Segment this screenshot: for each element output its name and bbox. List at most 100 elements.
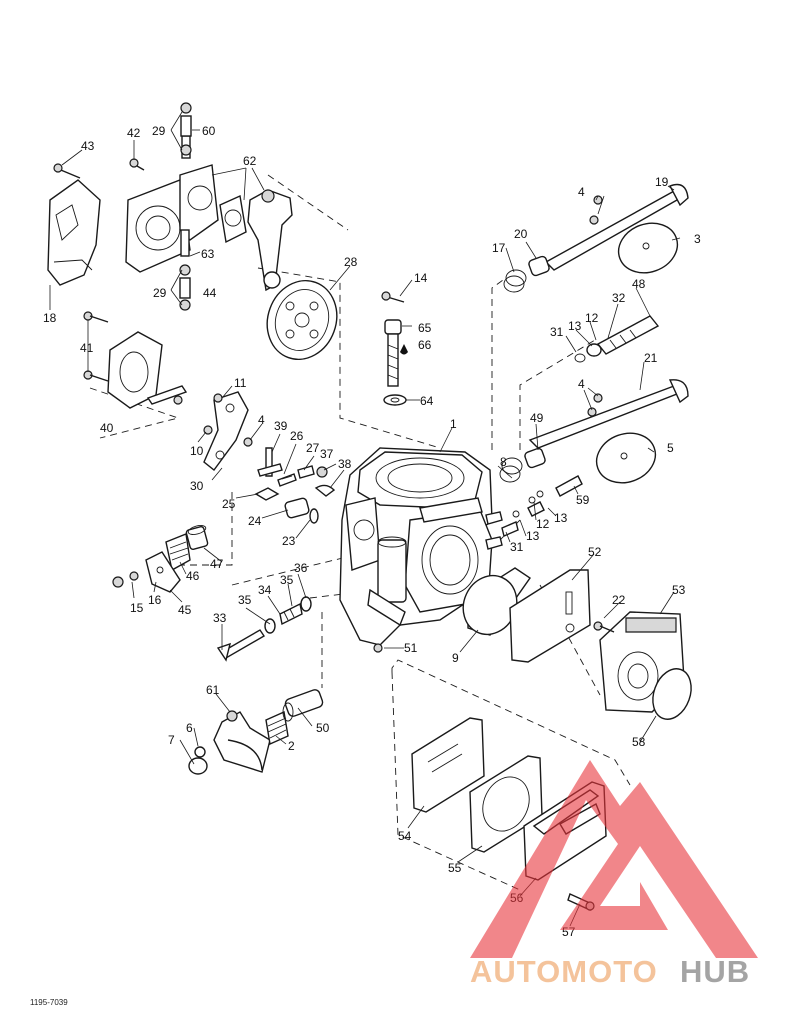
callout-5: 5: [667, 441, 674, 455]
callout-62: 62: [243, 154, 257, 168]
figure-code: 1195-7039: [30, 998, 68, 1007]
callout-30: 30: [190, 479, 204, 493]
left-lever-group: [112, 525, 209, 593]
callout-32: 32: [612, 291, 626, 305]
watermark-text-automoto: AUTOMOTO: [470, 954, 658, 989]
callout-31-top: 31: [550, 325, 564, 339]
callout-58: 58: [632, 735, 646, 749]
callout-47: 47: [210, 557, 224, 571]
callout-50: 50: [316, 721, 330, 735]
callout-42: 42: [127, 126, 141, 140]
callout-26: 26: [290, 429, 304, 443]
callout-60: 60: [202, 124, 216, 138]
callout-54: 54: [398, 829, 412, 843]
callout-39: 39: [274, 419, 288, 433]
callout-45: 45: [178, 603, 192, 617]
callout-19: 19: [655, 175, 669, 189]
callout-15: 15: [130, 601, 144, 615]
pump-body-53: [593, 611, 692, 720]
callout-11: 11: [234, 376, 247, 390]
callout-31-low: 31: [510, 540, 524, 554]
callout-1: 1: [450, 417, 457, 431]
callout-22: 22: [612, 593, 626, 607]
callout-6: 6: [186, 721, 193, 735]
watermark-text-hub: HUB: [680, 954, 750, 989]
logo-triangle-mark: [470, 760, 758, 958]
callout-13-top: 13: [568, 319, 582, 333]
callout-12-top: 12: [585, 311, 599, 325]
callout-66: 66: [418, 338, 432, 352]
fuel-pump-plate-group: [47, 102, 293, 311]
callout-17: 17: [492, 241, 506, 255]
callout-53: 53: [672, 583, 686, 597]
pump-body: [179, 164, 219, 241]
callout-20: 20: [514, 227, 528, 241]
callout-23: 23: [282, 534, 296, 548]
callout-64: 64: [420, 394, 434, 408]
callout-34: 34: [258, 583, 272, 597]
bracket-18: [47, 179, 101, 286]
watermark-logo: [470, 760, 758, 958]
callout-41: 41: [80, 341, 94, 355]
callout-2: 2: [288, 739, 295, 753]
watermark-text: AUTOMOTO HUB: [470, 954, 750, 989]
callout-59: 59: [576, 493, 590, 507]
callout-48: 48: [632, 277, 646, 291]
callout-25: 25: [222, 497, 236, 511]
gasket-plate: [125, 179, 191, 273]
callout-63: 63: [201, 247, 215, 261]
callout-43: 43: [81, 139, 95, 153]
callout-55: 55: [448, 861, 462, 875]
callout-51: 51: [404, 641, 418, 655]
callout-7: 7: [168, 733, 175, 747]
callout-35-b: 35: [238, 593, 252, 607]
callout-44: 44: [203, 286, 217, 300]
callout-24: 24: [248, 514, 262, 528]
callout-28: 28: [344, 255, 358, 269]
callout-33: 33: [213, 611, 227, 625]
callout-49: 49: [530, 411, 544, 425]
jet-parts: [216, 596, 312, 662]
callout-38: 38: [338, 457, 352, 471]
center-bolts: [381, 291, 408, 406]
callout-8: 8: [500, 455, 507, 469]
needle-valve-parts: [254, 447, 336, 524]
plate-52: [509, 569, 591, 663]
callout-46: 46: [186, 569, 200, 583]
callout-65: 65: [418, 321, 432, 335]
callout-21: 21: [644, 351, 658, 365]
cover-40: [83, 311, 188, 409]
callout-4-left: 4: [258, 413, 265, 427]
bracket-30: [203, 391, 253, 472]
callout-3: 3: [694, 232, 701, 246]
lower-lever-group: [188, 689, 324, 775]
callout-12-low: 12: [536, 517, 550, 531]
callout-27: 27: [306, 441, 320, 455]
adjust-screws: [501, 315, 660, 537]
callout-14: 14: [414, 271, 428, 285]
gasket-9: [462, 567, 531, 636]
callout-10: 10: [190, 444, 204, 458]
lever-62: [247, 189, 293, 292]
callout-52: 52: [588, 545, 602, 559]
callout-16: 16: [148, 593, 162, 607]
carburetor-body-1: [339, 447, 503, 653]
assembly-guide-lines: [89, 174, 631, 891]
callout-29-top: 29: [152, 124, 166, 138]
diaphragm-28: [266, 279, 338, 361]
callout-4-mid: 4: [578, 377, 585, 391]
callout-13-low-b: 13: [526, 529, 540, 543]
throttle-shafts: [499, 183, 689, 484]
callout-36: 36: [294, 561, 308, 575]
callout-29-bottom: 29: [153, 286, 167, 300]
callout-18: 18: [43, 311, 57, 325]
callout-40: 40: [100, 421, 114, 435]
callout-13-low-a: 13: [554, 511, 568, 525]
callout-4-top: 4: [578, 185, 585, 199]
callout-9: 9: [452, 651, 459, 665]
callout-35-a: 35: [280, 573, 294, 587]
callout-61: 61: [206, 683, 220, 697]
callout-37: 37: [320, 447, 334, 461]
